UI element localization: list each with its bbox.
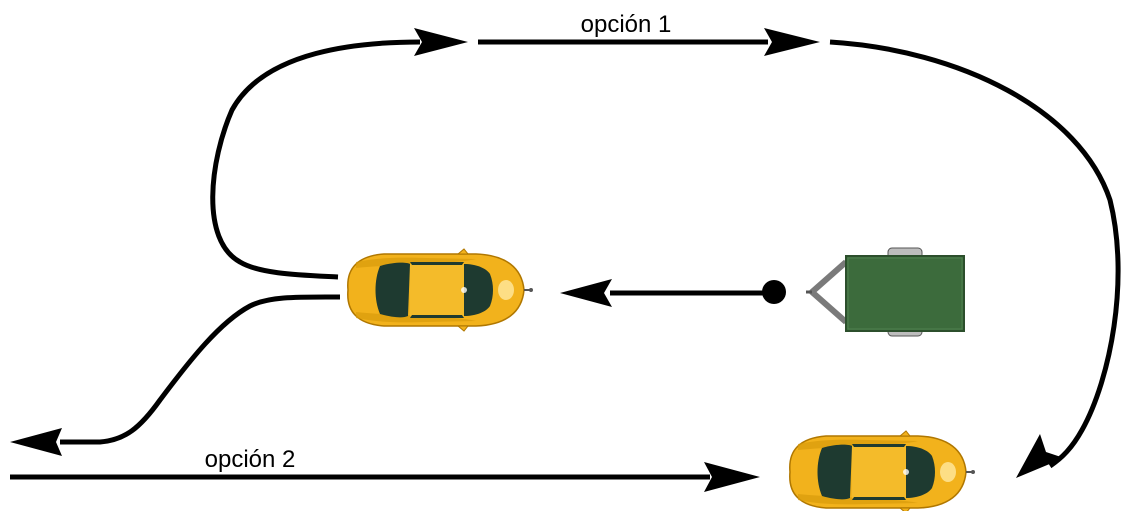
option-2-path-exit (60, 294, 341, 445)
hitch-reverse-arrowhead (560, 279, 612, 307)
option-2-arrowhead-1 (10, 428, 62, 456)
trailer-top-view (806, 247, 965, 337)
option-1-label: opción 1 (581, 11, 672, 38)
hitch-point (762, 280, 786, 304)
option-1-path-loop (210, 39, 421, 280)
option-1-arrowhead-2 (764, 28, 820, 56)
car-top-view-bottom (788, 430, 976, 511)
option-2-arrowhead-2 (704, 462, 760, 492)
option-1-arrowhead-1 (414, 28, 468, 56)
option-1-arrowhead-3 (1016, 434, 1064, 478)
option-1-path-return (829, 39, 1121, 469)
car-top-view-center (346, 248, 534, 332)
option-2-label: opción 2 (205, 446, 296, 473)
